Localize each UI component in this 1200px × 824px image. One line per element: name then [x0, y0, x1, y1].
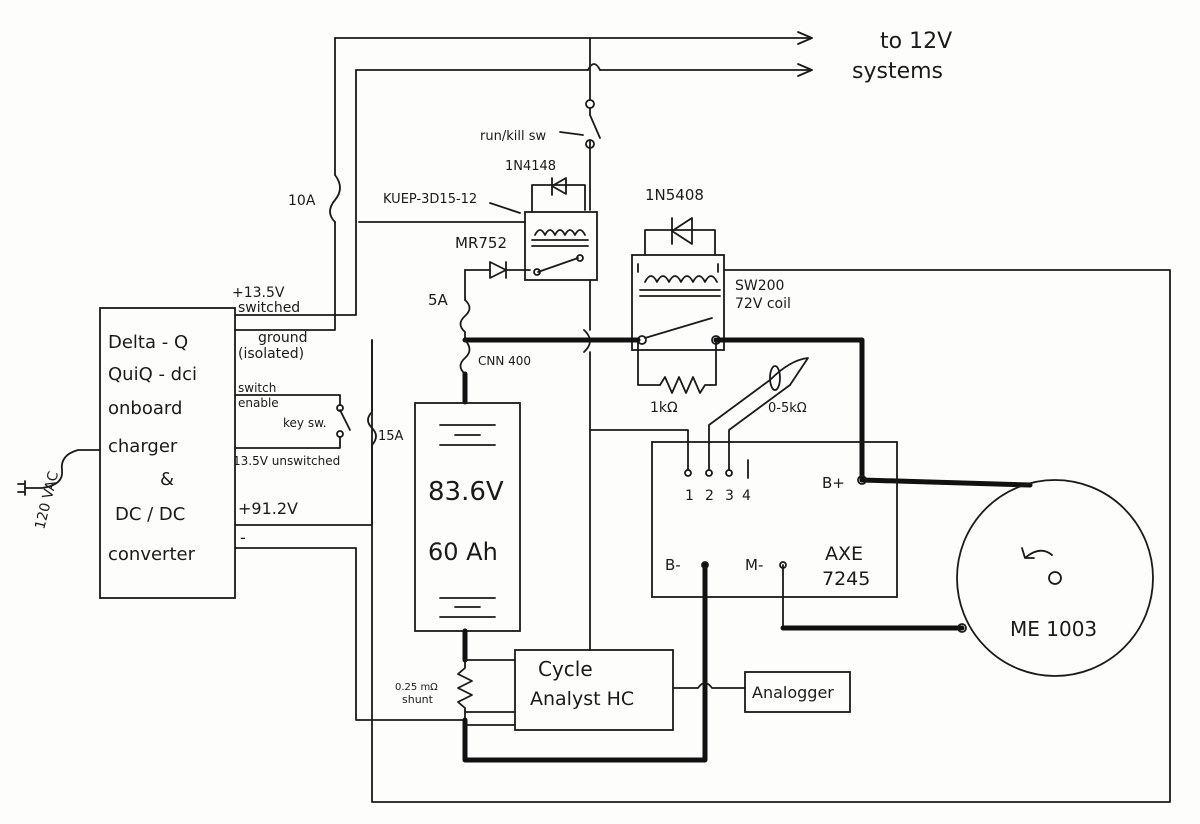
charger-line-4: charger	[108, 436, 178, 457]
kuep-label: KUEP-3D15-12	[383, 192, 477, 207]
mr752-label: MR752	[455, 234, 507, 252]
switch-enable-label-1: switch	[238, 381, 276, 395]
charger-line-6: DC / DC	[115, 504, 185, 525]
charger-line-7: converter	[108, 544, 196, 565]
run-kill-arrow	[559, 131, 584, 136]
charger-line-1: Delta - Q	[108, 332, 188, 353]
run-kill-label: run/kill sw	[480, 129, 546, 144]
charger-box	[99, 307, 236, 599]
key-sw-label: key sw.	[283, 416, 327, 430]
battery-pack	[414, 402, 521, 663]
fuse-10a-label: 10A	[288, 193, 316, 209]
fuse-15a-label: 15A	[378, 429, 404, 444]
ground-label-2: (isolated)	[238, 346, 304, 362]
sw200-label: SW200	[735, 278, 784, 294]
cycle-analyst-label-2: Analyst HC	[530, 688, 634, 710]
motor-me1003	[956, 479, 1154, 677]
cnn400-label: CNN 400	[478, 354, 531, 368]
controller-label-2: 7245	[822, 568, 870, 590]
main-bus	[583, 37, 601, 651]
b-minus-label: B-	[665, 556, 681, 574]
battery-voltage: 83.6V	[428, 477, 504, 507]
charger-wiring	[17, 339, 466, 721]
ground-label-1: ground	[258, 330, 308, 346]
battery-capacity: 60 Ah	[428, 538, 498, 566]
to-12v-label: to 12V	[880, 29, 952, 54]
shunt	[457, 561, 709, 763]
ac120-label: 120 VAC	[32, 470, 62, 531]
sw200-contactor	[371, 217, 1171, 803]
cnn400-fuse	[459, 339, 471, 405]
shunt-label: shunt	[402, 693, 434, 706]
pot-label: 0-5kΩ	[768, 401, 807, 416]
kuep-relay	[358, 177, 598, 281]
d-1n4148-label: 1N4148	[505, 159, 556, 174]
fuse-5a-label: 5A	[428, 291, 449, 309]
v135-switched-label-1: +13.5V	[232, 285, 285, 301]
kuep-arrow	[489, 202, 521, 214]
terminal-1: 1	[685, 488, 694, 504]
cycle-analyst	[514, 649, 746, 731]
v912-label: +91.2V	[238, 499, 298, 518]
controller-label-1: AXE	[825, 543, 863, 565]
charger-line-2: QuiQ - dci	[108, 364, 197, 385]
v135-unswitched-label: 13.5V unswitched	[233, 454, 340, 468]
motor-label: ME 1003	[1010, 617, 1097, 641]
sw200-coil-label: 72V coil	[735, 296, 791, 312]
battery-positive-cable	[462, 337, 1033, 488]
b-plus-label: B+	[822, 474, 845, 492]
d-1n5408-label: 1N5408	[645, 186, 704, 204]
v135-switched-label-2: switched	[238, 300, 300, 316]
switch-enable-label-2: enable	[238, 396, 279, 410]
axe-controller	[589, 357, 967, 633]
analogger-label: Analogger	[752, 683, 834, 702]
shunt-value-label: 0.25 mΩ	[395, 682, 438, 693]
systems-label: systems	[852, 59, 943, 84]
cycle-analyst-label-1: Cycle	[538, 657, 593, 681]
analogger-box	[744, 671, 851, 713]
terminal-4: 4	[742, 488, 751, 504]
mr752-diode	[459, 261, 531, 341]
terminal-3: 3	[725, 488, 734, 504]
minus-label: -	[240, 528, 246, 547]
res-1k-label: 1kΩ	[650, 400, 678, 416]
terminal-2: 2	[705, 488, 714, 504]
fuse-10a	[234, 174, 341, 331]
charger-line-3: onboard	[108, 398, 182, 419]
charger-line-5: &	[160, 469, 174, 490]
m-minus-label: M-	[745, 556, 763, 574]
12v-output-wires	[234, 31, 813, 316]
